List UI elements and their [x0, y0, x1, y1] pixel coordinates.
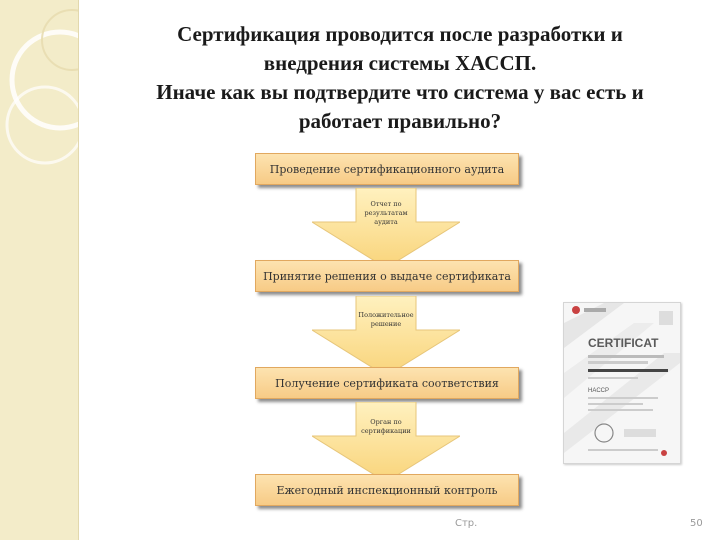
arrow-label-positive-decision: Положительное решение [358, 311, 414, 328]
certificate-heading: CERTIFICAT [588, 336, 659, 350]
slide-title: Сертификация проводится после разработки… [100, 20, 700, 136]
decor-circles [5, 9, 111, 165]
step-annual-inspection-box: Ежегодный инспекционный контроль [255, 474, 519, 506]
title-line: Сертификация проводится после разработки… [177, 22, 623, 46]
certificate-document-icon: CERTIFICAT HACCP [563, 302, 681, 464]
flow-arrow-down [312, 188, 460, 268]
arrow-label-certification-body: Орган по сертификации [361, 418, 411, 435]
title-line: работает правильно? [298, 109, 502, 133]
footer-page-label: Стр. [455, 518, 478, 529]
flow-arrow-down [312, 402, 460, 482]
certificate-standard: HACCP [588, 388, 609, 394]
arrow-label-audit-report: Отчет по результатам аудита [364, 200, 408, 226]
step-decision-box: Принятие решения о выдаче сертификата [255, 260, 519, 292]
page-number: 50 [690, 518, 703, 529]
step-audit-box: Проведение сертификационного аудита [255, 153, 519, 185]
step-receive-certificate-box: Получение сертификата соответствия [255, 367, 519, 399]
title-line: Иначе как вы подтвердите что система у в… [156, 80, 644, 104]
flow-arrow-down [312, 296, 460, 376]
left-decor-band [0, 0, 111, 540]
title-line: внедрения системы ХАССП. [263, 51, 537, 75]
